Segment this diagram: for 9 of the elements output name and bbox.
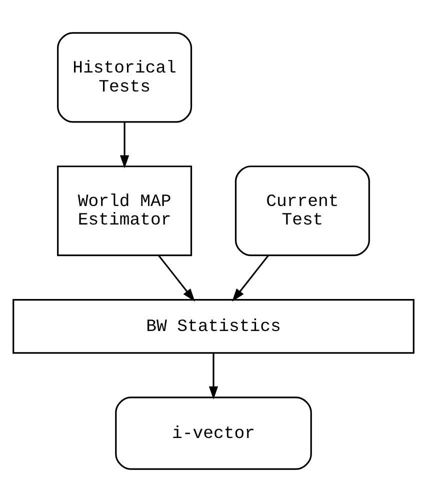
arrow — [120, 122, 130, 168]
node-box: Historical Tests — [57, 32, 192, 123]
arrow — [208, 353, 218, 400]
node-box: Current Test — [234, 166, 370, 256]
node-box: i-vector — [115, 396, 312, 470]
arrow — [158, 254, 195, 302]
node-box: World MAP Estimator — [57, 166, 192, 256]
node-box: BW Statistics — [12, 299, 414, 354]
arrow — [232, 254, 269, 302]
